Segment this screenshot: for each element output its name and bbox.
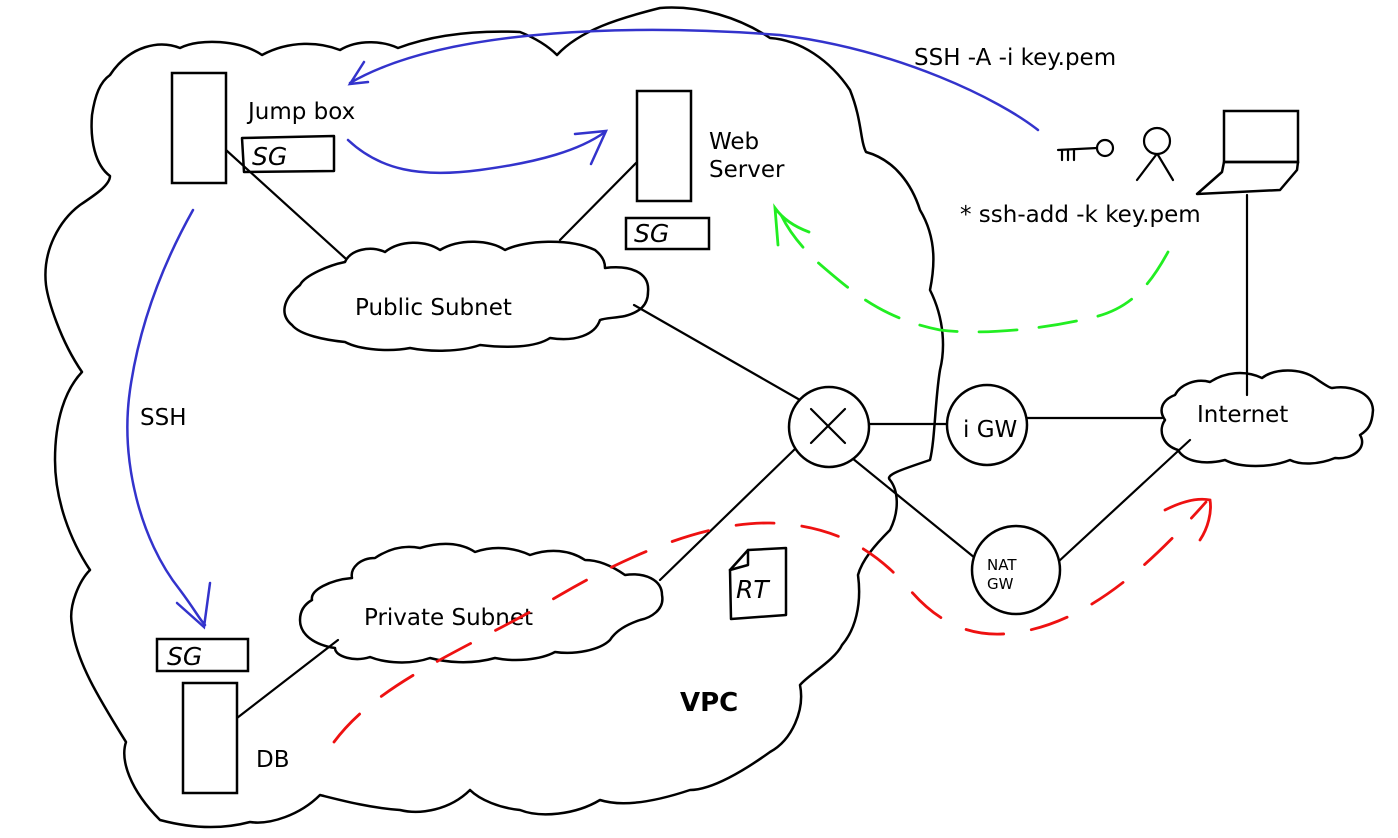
db-label: DB [256,747,290,773]
vpc-cloud [44,6,945,829]
security-group-icon: SG [252,142,287,171]
ssh-command-label: SSH -A -i key.pem [914,45,1116,71]
nat-label-line2: GW [987,575,1014,593]
internet-gateway[interactable]: i GW [945,383,1029,467]
web-server-label-line2: Server [709,157,785,183]
ssh-arrowhead-jumpbox [347,60,370,86]
ssh-arrowhead-web [573,129,609,166]
web-server[interactable] [635,89,693,203]
jump-box-server[interactable] [170,71,228,185]
nat-label-line1: NAT [987,556,1017,574]
security-group-icon: SG [634,219,669,248]
route-table-icon[interactable]: RT [728,546,788,621]
web-server-security-group[interactable]: SG [624,216,711,251]
ssh-label: SSH [140,405,187,431]
route-table-label: RT [736,575,770,604]
key-icon [1056,138,1115,162]
ssh-arrow-jumpbox-to-web [346,130,607,175]
line-router-private [658,446,798,582]
ssh-arrow-user-to-jumpbox [348,28,1040,132]
router-icon[interactable] [787,385,871,469]
igw-label: i GW [963,417,1017,443]
vpc-label: VPC [680,688,738,718]
web-traffic-arrowhead [773,203,811,247]
ssh-arrowhead-db [175,581,212,630]
jump-box-security-group[interactable]: SG [240,134,336,174]
laptop-icon[interactable] [1195,109,1300,196]
line-nat-internet [1056,438,1192,564]
ssh-add-command-label: * ssh-add -k key.pem [960,202,1201,228]
web-traffic-arrow [776,206,1170,334]
nat-traffic-arrow [332,500,1208,744]
web-server-label-line1: Web [709,129,759,155]
security-group-icon: SG [167,642,202,671]
public-subnet-cloud [283,240,650,352]
nat-traffic-arrowhead [1163,497,1212,542]
private-subnet-label: Private Subnet [364,605,533,631]
jump-box-label: Jump box [246,99,355,125]
line-jumpbox-public [224,148,347,260]
line-db-private [235,638,340,720]
nat-gateway[interactable]: NAT GW [970,524,1062,616]
db-server[interactable] [181,681,239,795]
public-subnet-label: Public Subnet [355,295,512,321]
private-subnet-cloud [298,542,664,664]
line-web-public [558,161,638,242]
ssh-arrow-jumpbox-to-db [126,208,207,627]
line-public-router [632,303,802,402]
line-router-nat [850,456,977,560]
db-security-group[interactable]: SG [155,637,250,673]
internet-label: Internet [1197,402,1288,428]
user-icon [1135,126,1175,182]
